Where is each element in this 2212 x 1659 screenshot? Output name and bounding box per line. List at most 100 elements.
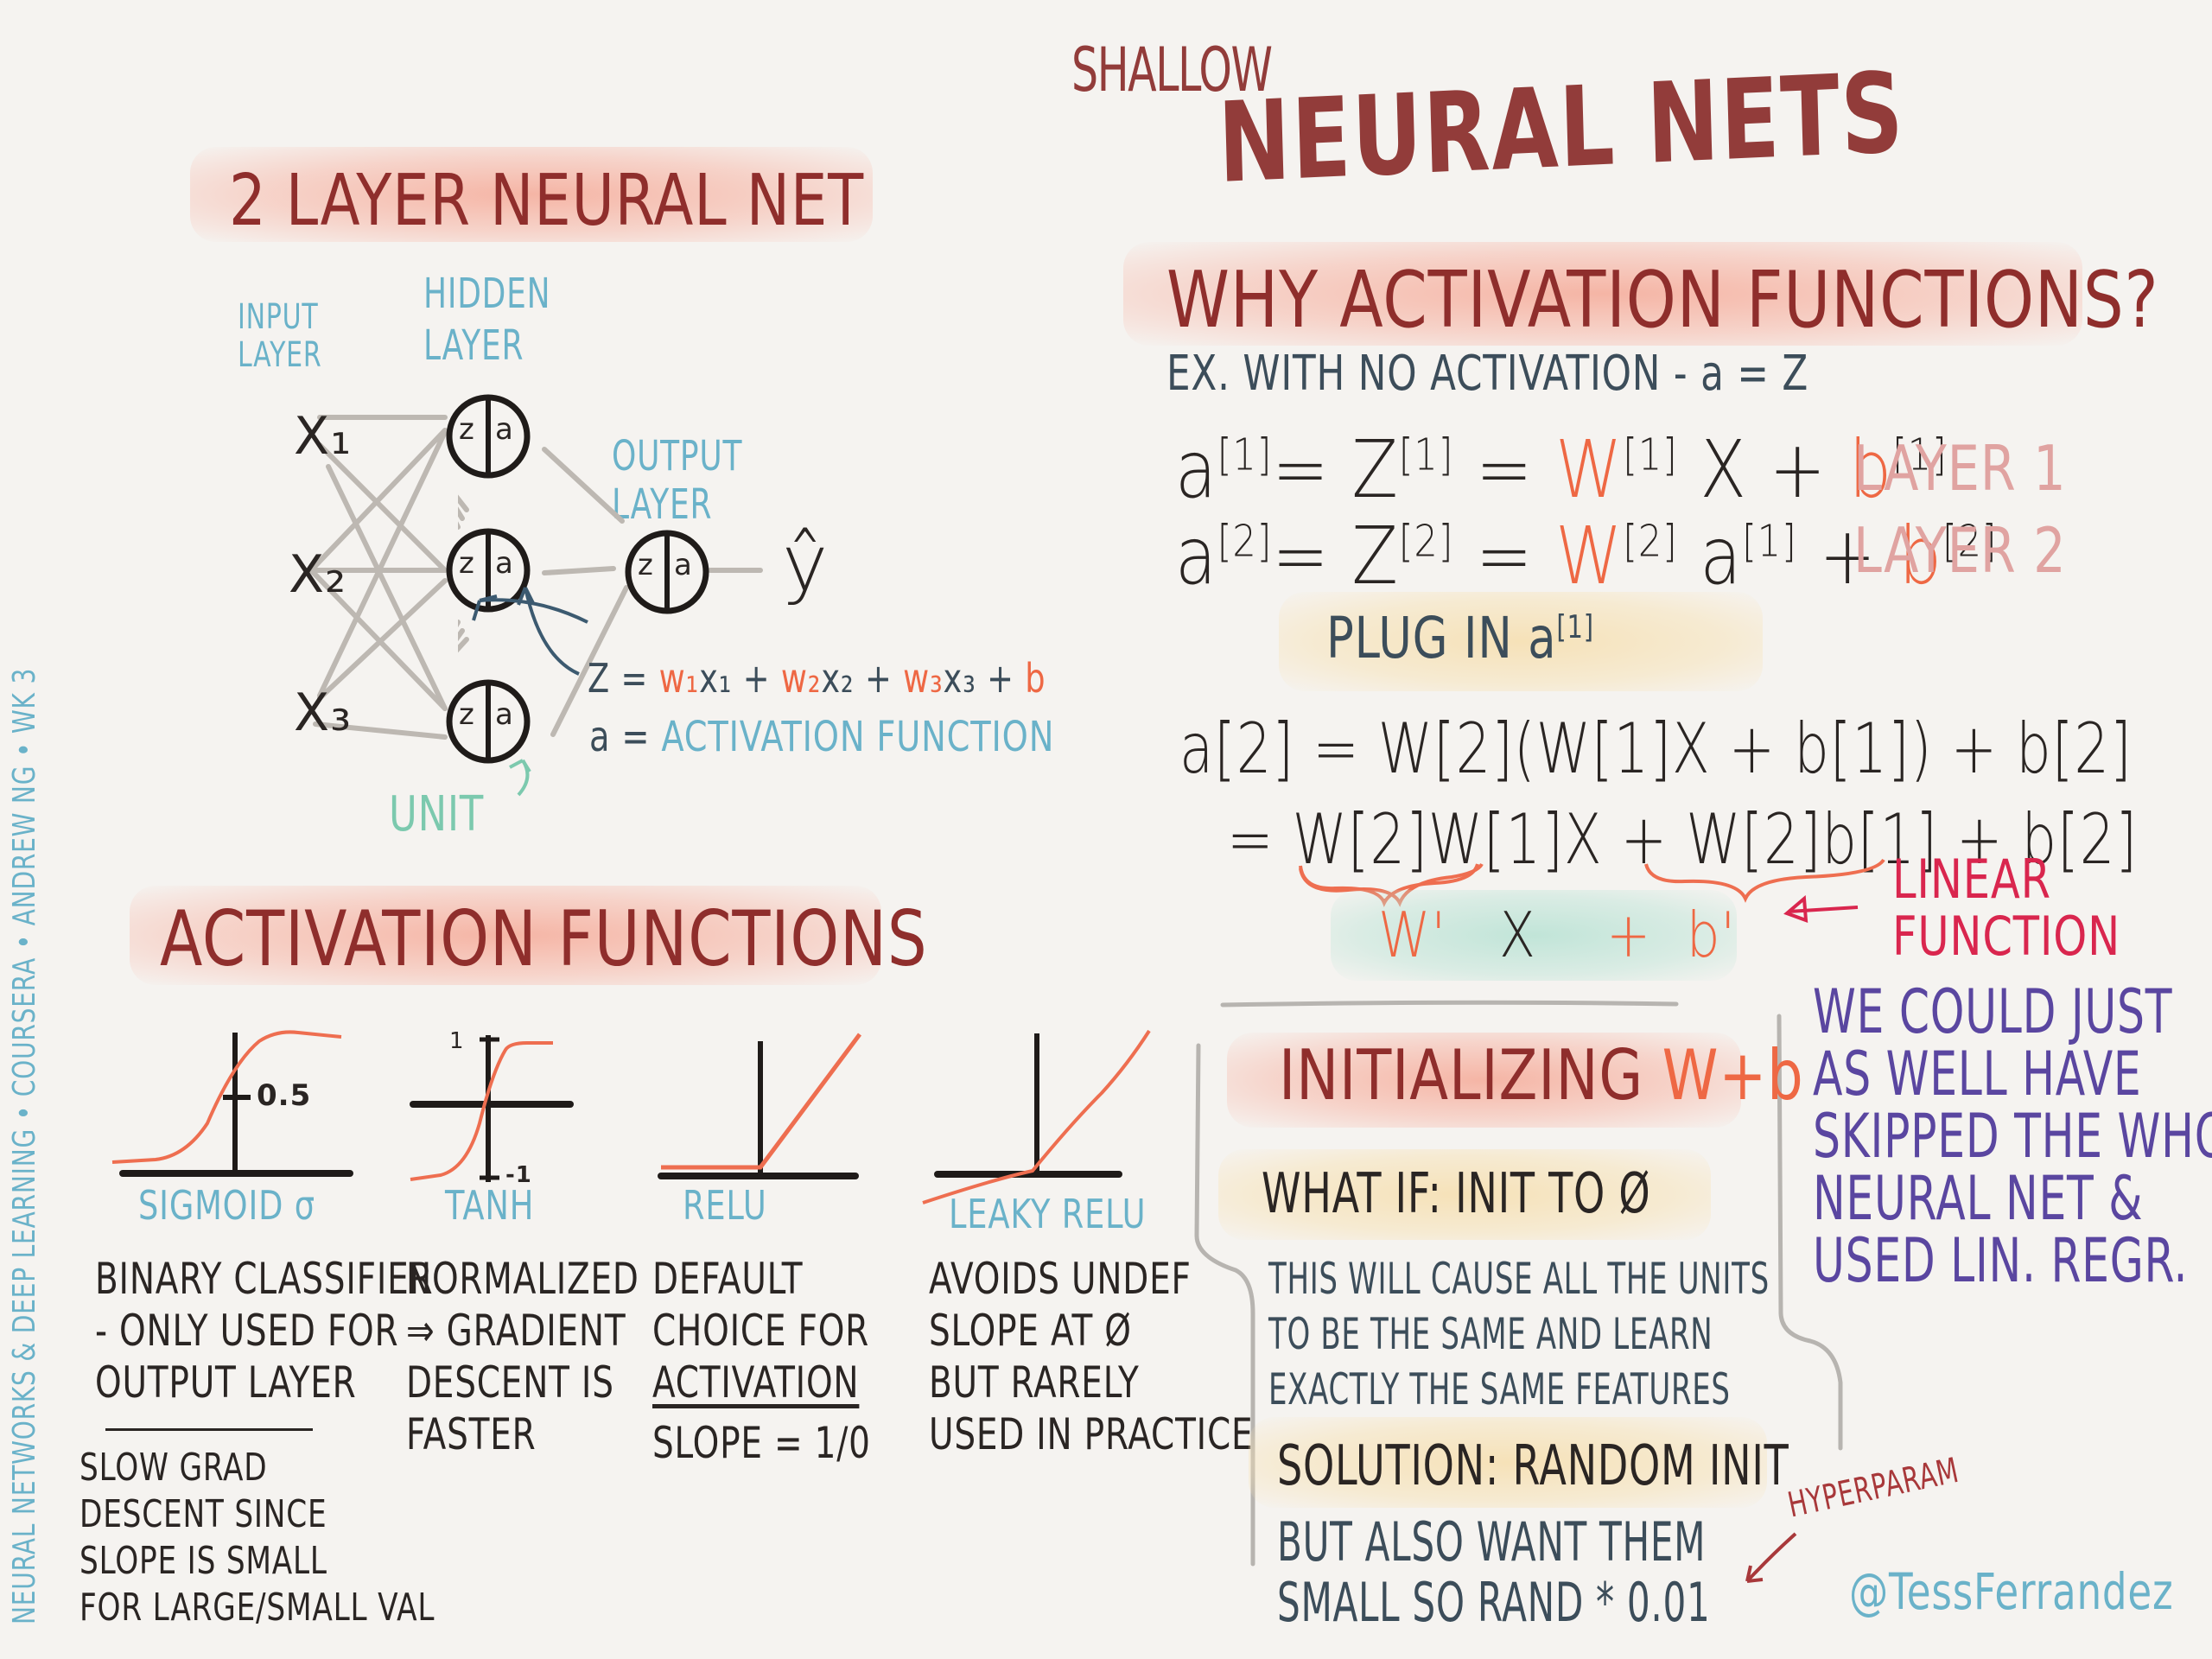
eq2-plus: + [1819, 510, 1877, 602]
leaky-relu-notes: AVOIDS UNDEF SLOPE AT Ø BUT RARELY USED … [929, 1253, 1253, 1460]
banner-activation [130, 886, 881, 985]
simplified-plus: + [1605, 899, 1652, 971]
z-term-x1: x₁ + [699, 655, 771, 702]
sigmoid-extra-2: DESCENT SINCE [79, 1492, 327, 1536]
tanh-note-3: DESCENT IS [406, 1357, 614, 1408]
eq2-a-sup: [2] [1217, 515, 1273, 567]
sigmoid-note-3: OUTPUT LAYER [95, 1357, 357, 1408]
hidden-layer-label: HIDDEN LAYER [423, 268, 550, 372]
solution-detail: BUT ALSO WANT THEM SMALL SO RAND * 0.01 [1277, 1512, 1710, 1633]
banner-why [1123, 242, 2082, 346]
z-term-x2: x₂ + [821, 655, 893, 702]
init-title-wb: W+b [1662, 1035, 1804, 1116]
conclusion-note: WE COULD JUST AS WELL HAVE SKIPPED THE W… [1813, 981, 2212, 1292]
output-layer-label-line2: LAYER [612, 480, 713, 529]
eq2-b: b [1898, 510, 1942, 602]
eq2-a1-sup: [1] [1742, 515, 1797, 567]
what-if-label: WHAT IF: INIT TO Ø [1262, 1162, 1651, 1226]
tanh-notes: NORMALIZED ⇒ GRADIENT DESCENT IS FASTER [406, 1253, 639, 1460]
leaky-note-3: BUT RARELY [929, 1357, 1140, 1408]
hidden-unit-1: z a [445, 393, 531, 480]
banner-init [1227, 1033, 1741, 1128]
banner-solution [1249, 1417, 1767, 1508]
sigmoid-note-1: BINARY CLASSIFIER [95, 1254, 434, 1304]
input-layer-label-line2: LAYER [238, 335, 322, 375]
section-title-two-layer: 2 LAYER NEURAL NET [229, 160, 865, 242]
z-term-x3: x₃ + [943, 655, 1014, 702]
a-formula-prefix: a = [589, 713, 651, 761]
a-formula-text: ACTIVATION FUNCTION [661, 713, 1055, 761]
relu-slope: SLOPE = 1/0 [652, 1418, 871, 1468]
conclusion-line3: SKIPPED THE WHOLE [1813, 1101, 2212, 1172]
eq2-a: a [1175, 510, 1217, 602]
input-layer-label: INPUT LAYER [238, 298, 321, 374]
output-layer-label: OUTPUT LAYER [612, 432, 742, 529]
relu-note-3: ACTIVATION [652, 1357, 860, 1408]
expansion-line-1: a[2] = W[2](W[1]X + b[1]) + b[2] [1179, 709, 2133, 789]
leaky-note-4: USED IN PRACTICE [929, 1409, 1254, 1459]
eq2-a1: a [1700, 510, 1743, 602]
relu-note-1: DEFAULT [652, 1254, 804, 1304]
eq1-x: X + [1700, 423, 1827, 516]
eq1-a: a [1175, 423, 1217, 516]
eq1-z-sup: [1] [1398, 429, 1454, 480]
leaky-relu-plot [922, 1029, 1151, 1205]
banner-plug-in [1279, 592, 1763, 691]
linear-label-line1: LINEAR [1892, 848, 2051, 911]
input-x1: X₁ [294, 406, 353, 467]
plug-in-label: PLUG IN a[1] [1326, 605, 1594, 671]
equation-layer1: a[1]= Z[1] = W[1] X + b[1] [1175, 423, 1948, 516]
relu-note-2: CHOICE FOR [652, 1306, 870, 1356]
z-formula: Z = w₁x₁ + w₂x₂ + w₃x₃ + b [588, 655, 1046, 702]
simplified-w: W' [1378, 899, 1447, 971]
eq1-equals: = [1475, 423, 1534, 516]
tanh-note-1: NORMALIZED [406, 1254, 639, 1304]
sigmoid-extra-4: FOR LARGE/SMALL VAL [79, 1586, 435, 1630]
plug-in-sup: [1] [1556, 608, 1594, 645]
layer2-label: LAYER 2 [1853, 514, 2067, 587]
sigmoid-note-2: - ONLY USED FOR [95, 1306, 399, 1356]
a-formula: a = ACTIVATION FUNCTION [589, 713, 1054, 761]
eq1-w: W [1555, 423, 1624, 516]
banner-what-if [1218, 1149, 1711, 1240]
eq2-w-sup: [2] [1623, 515, 1678, 567]
output-layer-label-line1: OUTPUT [612, 432, 743, 480]
sigmoid-notes: BINARY CLASSIFIER - ONLY USED FOR OUTPUT… [95, 1253, 433, 1408]
init-consequence: THIS WILL CAUSE ALL THE UNITS TO BE THE … [1268, 1251, 1770, 1417]
layer1-label: LAYER 1 [1853, 432, 2067, 505]
output-unit: z a [624, 529, 710, 615]
eq1-b: b [1848, 423, 1893, 516]
banner-two-layer [190, 147, 873, 242]
linear-function-label: LINEAR FUNCTION [1892, 851, 2120, 965]
relu-notes: DEFAULT CHOICE FOR ACTIVATION SLOPE = 1/… [652, 1253, 871, 1469]
consequence-line1: THIS WILL CAUSE ALL THE UNITS [1268, 1254, 1770, 1304]
section-title-activation: ACTIVATION FUNCTIONS [160, 894, 928, 983]
sigmoid-extra-notes: SLOW GRAD DESCENT SINCE SLOPE IS SMALL F… [79, 1445, 435, 1631]
tanh-note-2: ⇒ GRADIENT [406, 1306, 626, 1356]
conclusion-line2: AS WELL HAVE [1813, 1039, 2142, 1109]
detail-line2: SMALL SO RAND * 0.01 [1277, 1571, 1711, 1634]
eq1-z: = Z [1272, 423, 1399, 516]
detail-line1: BUT ALSO WANT THEM [1277, 1510, 1707, 1573]
sigmoid-divider [105, 1428, 313, 1431]
input-layer-label-line1: INPUT [238, 297, 319, 337]
sigmoid-extra-3: SLOPE IS SMALL [79, 1539, 327, 1583]
sigmoid-extra-1: SLOW GRAD [79, 1446, 268, 1490]
z-term-b: b [1025, 655, 1046, 702]
section-title-why: WHY ACTIVATION FUNCTIONS? [1166, 255, 2159, 346]
leaky-note-1: AVOIDS UNDEF [929, 1254, 1192, 1304]
eq1-a-sup: [1] [1217, 429, 1273, 480]
eq2-b-sup: [2] [1942, 515, 1998, 567]
conclusion-line1: WE COULD JUST [1813, 976, 2173, 1047]
relu-plot [658, 1033, 862, 1179]
eq1-b-sup: [1] [1892, 429, 1948, 480]
z-term-w1: w₁ [658, 655, 700, 702]
conclusion-line4: NEURAL NET & [1813, 1163, 2144, 1234]
input-x3: X₃ [294, 683, 353, 743]
leaky-note-2: SLOPE AT Ø [929, 1306, 1132, 1356]
tanh-tick-top: 1 [449, 1028, 465, 1054]
unit-z: z [459, 546, 475, 581]
